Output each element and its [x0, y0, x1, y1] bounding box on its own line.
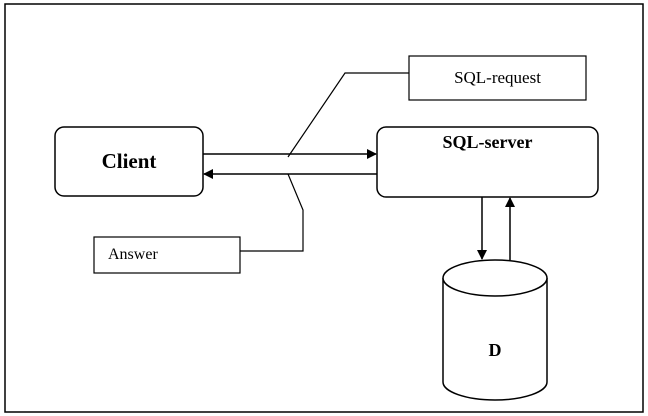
answer-callout-box: [93, 236, 241, 274]
server-label: SQL-server: [442, 131, 533, 152]
client-label: Client: [101, 149, 157, 173]
database-cylinder: [442, 259, 548, 401]
answer-callout-leader: [240, 173, 304, 252]
diagram-frame: [4, 3, 644, 413]
database-label: D: [488, 339, 502, 360]
server-box: [376, 126, 599, 198]
answer-label: Answer: [108, 246, 158, 263]
client-box: [54, 126, 204, 197]
request-callout-leader: [287, 72, 409, 158]
request-label: SQL-request: [454, 68, 541, 87]
answer-label-box: Answer: [94, 237, 240, 273]
request-callout-box: [408, 55, 587, 101]
